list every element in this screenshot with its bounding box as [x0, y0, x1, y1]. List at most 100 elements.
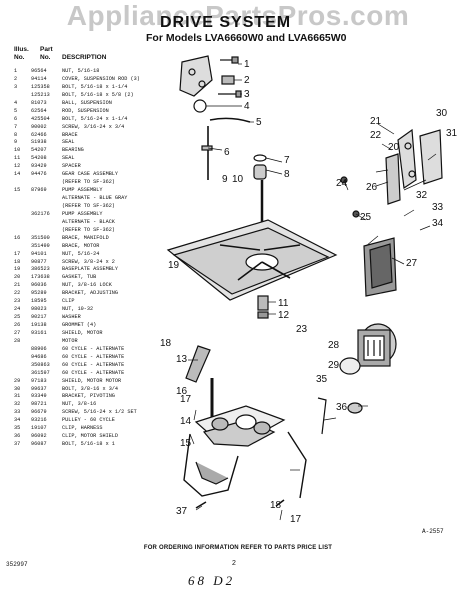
part-description: COVER, SUSPENSION ROD (3)	[62, 75, 140, 82]
illus-no: 17	[14, 250, 21, 257]
callout-25: 25	[360, 212, 372, 223]
illus-no: 29	[14, 377, 21, 384]
part-description: 60 CYCLE - ALTERNATE	[62, 353, 125, 360]
part-no: 94114	[31, 75, 47, 82]
part-no: 90002	[31, 123, 47, 130]
callout-29: 29	[328, 360, 340, 371]
illus-no: 6	[14, 115, 18, 122]
callout-34: 34	[432, 218, 444, 229]
callout-18: 18	[160, 338, 172, 349]
part-description: (REFER TO SF-362)	[62, 202, 115, 209]
part-no: 62564	[31, 107, 47, 114]
illus-no: 14	[14, 171, 21, 178]
callout-35: 35	[316, 374, 328, 385]
callout-16: 16	[176, 386, 188, 397]
part-description: NUT, 3/8-16	[62, 401, 97, 408]
parts-row: 29 97183 SHIELD, MOTOR MOTOR	[14, 378, 164, 386]
page-subtitle: For Models LVA6660W0 and LVA6665W0	[146, 32, 347, 44]
callout-33: 33	[432, 202, 444, 213]
callout-3: 3	[244, 89, 250, 100]
callout-21: 21	[370, 116, 382, 127]
part-no: 351499	[31, 242, 50, 249]
part-description: SHIELD, MOTOR MOTOR	[62, 377, 122, 384]
illus-no: 15	[14, 187, 21, 194]
callout-20: 20	[388, 142, 400, 153]
callout-18-b: 18	[270, 500, 282, 511]
illus-no: 24	[14, 306, 21, 313]
illus-no: 8	[14, 131, 18, 138]
parts-row: ALTERNATE - BLACK	[14, 219, 164, 227]
part-no: 81073	[31, 99, 47, 106]
illus-no: 33	[14, 409, 21, 416]
callout-31: 31	[446, 128, 458, 139]
callout-30: 30	[436, 108, 448, 119]
illus-no: 27	[14, 329, 21, 336]
illus-no: 26	[14, 322, 21, 328]
part-description: ALTERNATE - BLACK	[62, 218, 115, 225]
part-no: S1938	[31, 139, 47, 146]
parts-row: 3 125358 BOLT, 5/16-18 x 1-1/4	[14, 84, 164, 92]
illus-no: 21	[14, 282, 21, 289]
callout-5: 5	[256, 117, 262, 128]
callout-32: 32	[416, 190, 428, 201]
part-no: 18595	[31, 298, 47, 305]
part-description: BALL, SUSPENSION	[62, 99, 112, 106]
callout-8: 8	[284, 169, 290, 180]
illus-no: 3	[14, 83, 18, 90]
part-no: 386523	[31, 266, 50, 273]
part-no: 62466	[31, 131, 47, 138]
watermark: AppliancePartsPros.com	[66, 0, 410, 31]
parts-row: (REFER TO SF-362)	[14, 179, 164, 187]
callout-14: 14	[180, 416, 192, 427]
part-description: SCREW, 3/16-24 x 3/4	[62, 123, 125, 130]
part-no: 95289	[31, 290, 47, 297]
callout-28: 28	[328, 340, 340, 351]
part-description: BRACE, MOTOR	[62, 242, 100, 249]
part-description: SPACER	[62, 163, 81, 170]
part-no: 125358	[31, 83, 50, 90]
part-description: WASHER	[62, 314, 81, 321]
part-description: BRACKET, ADJUSTING	[62, 290, 119, 297]
part-description: BRACE, MANIFOLD	[62, 234, 109, 241]
illus-no: 23	[14, 298, 21, 305]
part-description: NUT, 5/16-18	[62, 68, 100, 74]
part-description: SEAL	[62, 155, 75, 162]
part-no: 19138	[31, 322, 47, 328]
callout-12: 12	[278, 310, 290, 321]
callout-10: 10	[232, 174, 244, 185]
page-number: 2	[232, 560, 236, 567]
part-description: BEARING	[62, 147, 84, 154]
part-no: 87969	[31, 187, 47, 194]
ordering-note: FOR ORDERING INFORMATION REFER TO PARTS …	[143, 545, 333, 551]
part-no: 54207	[31, 147, 47, 154]
part-no: 96679	[31, 409, 47, 416]
illus-no: 18	[14, 258, 21, 265]
callout-36: 36	[336, 402, 348, 413]
part-no: 425504	[31, 115, 50, 122]
illus-no: 11	[14, 155, 21, 162]
illus-no: 22	[14, 290, 21, 297]
callout-26: 26	[366, 182, 378, 193]
part-description: BOLT, 5/16-18 x 1-1/4	[62, 83, 128, 90]
part-no: 96564	[31, 68, 47, 74]
illus-no: 7	[14, 123, 18, 130]
part-no: 97183	[31, 377, 47, 384]
part-description: PULLEY - 60 CYCLE	[62, 417, 115, 424]
part-no: 93161	[31, 329, 47, 336]
callout-17-b: 17	[290, 514, 302, 525]
illus-no: 16	[14, 234, 21, 241]
